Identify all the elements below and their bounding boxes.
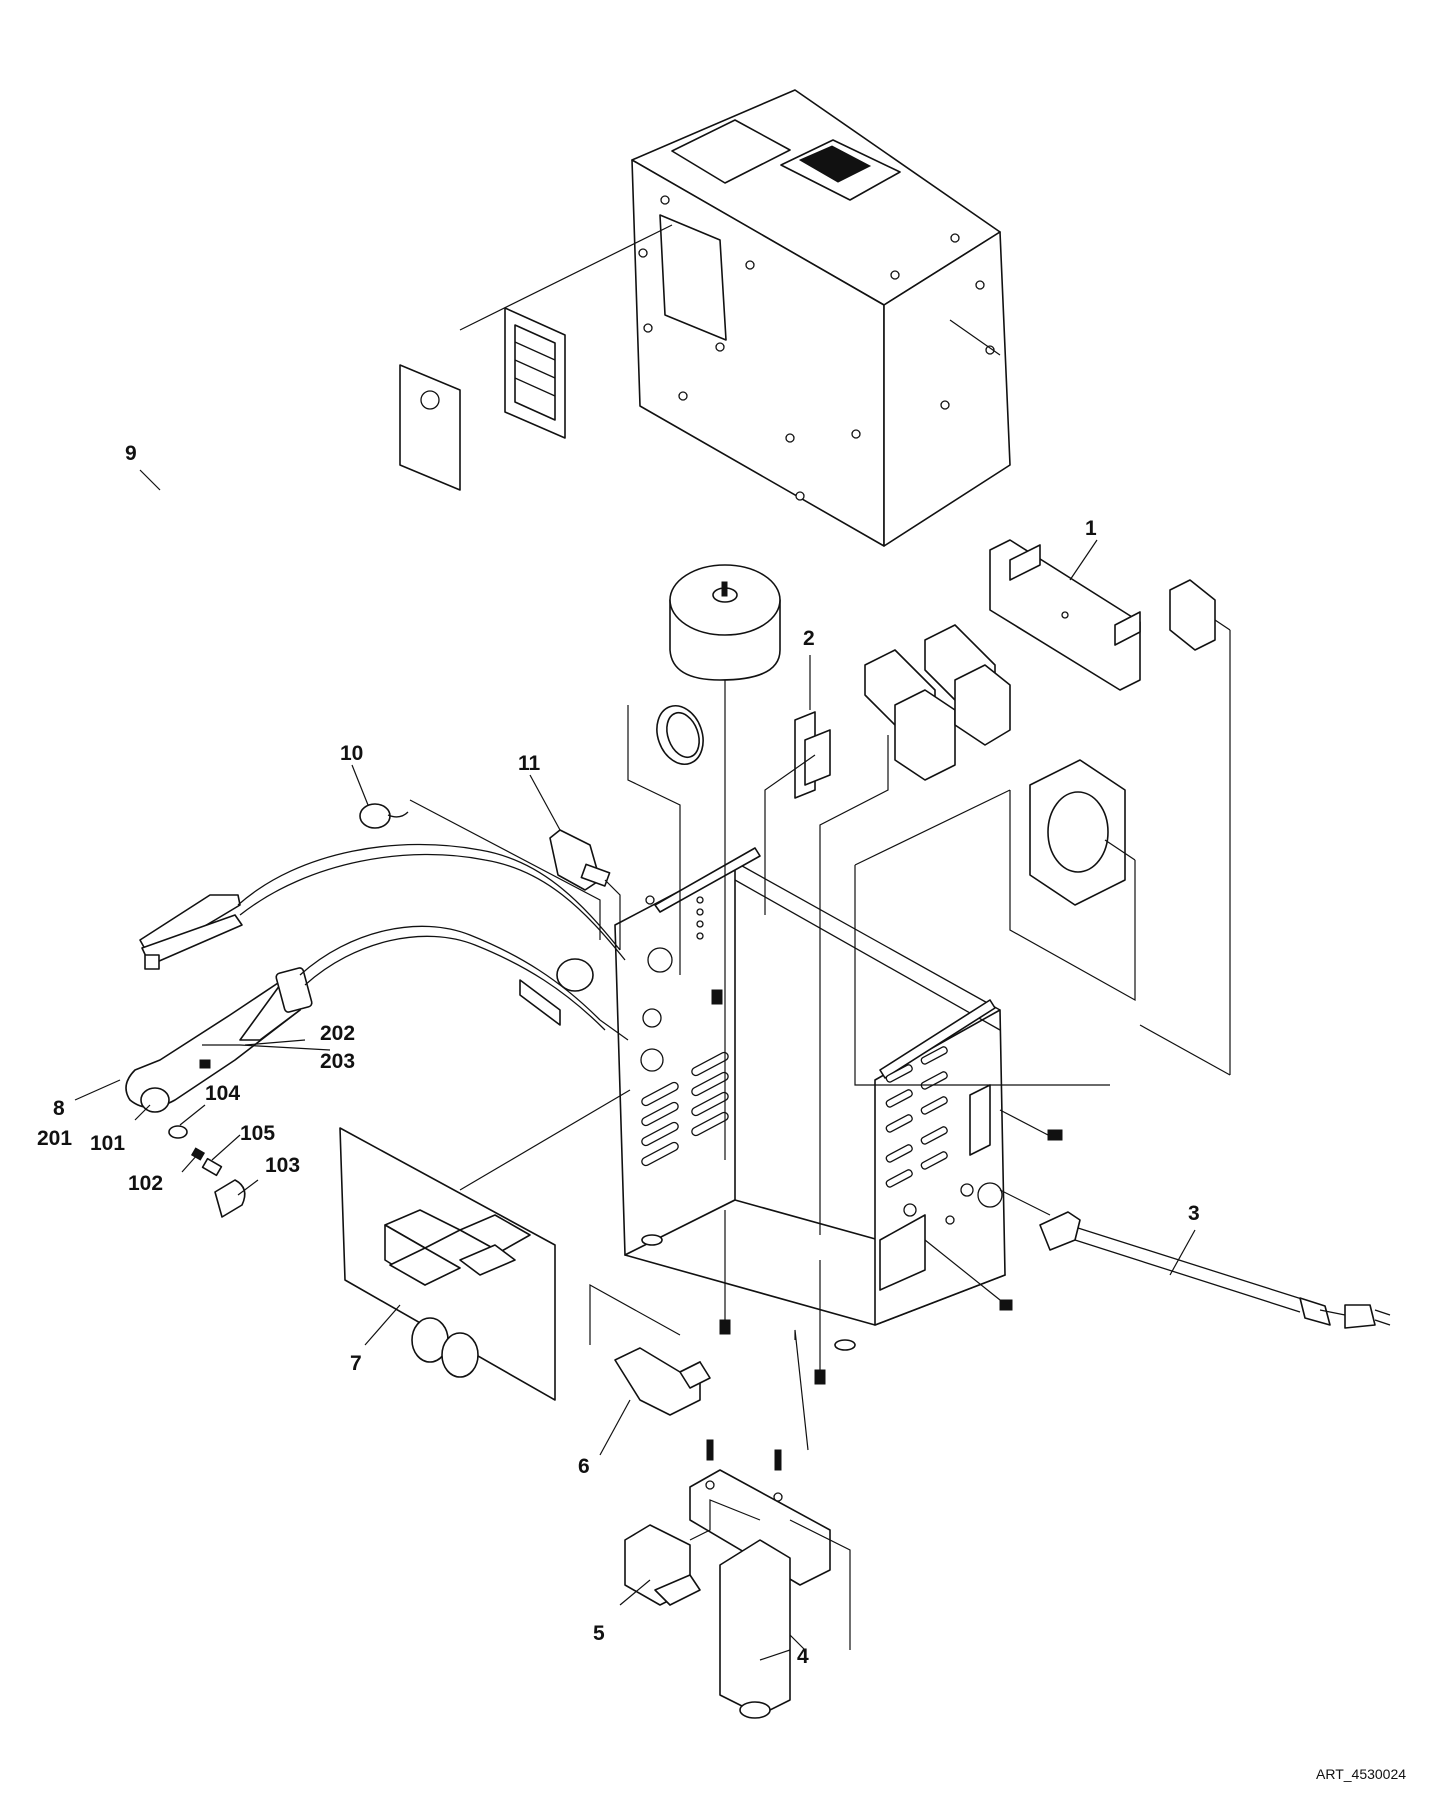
cord-plug — [1344, 1304, 1376, 1329]
torch-handle-grip — [275, 967, 313, 1013]
callout-201: 201 — [37, 1127, 72, 1150]
screws — [719, 1109, 1063, 1385]
callout-10: 10 — [340, 742, 363, 765]
callout-103: 103 — [265, 1154, 300, 1177]
part-3-power-cord — [999, 1189, 1391, 1329]
part-2-switch — [764, 711, 831, 915]
part-5-solenoid — [624, 1499, 761, 1606]
part-11-fitting — [549, 829, 655, 950]
regulator-body — [719, 1539, 791, 1716]
cooling-fan — [669, 564, 781, 1160]
part-101-shield-cup — [140, 1087, 170, 1113]
callout-5: 5 — [593, 1622, 605, 1645]
cord-strain-relief — [1039, 1211, 1081, 1251]
part-1-panel-bracket — [989, 539, 1141, 691]
gasket-plate-opening — [1047, 791, 1109, 873]
callout-11: 11 — [518, 752, 541, 775]
callout-102: 102 — [128, 1172, 163, 1195]
callout-2: 2 — [803, 627, 815, 650]
part-105-tip — [201, 1157, 223, 1177]
transformer-2-core — [954, 664, 1011, 746]
callout-1: 1 — [1085, 517, 1097, 540]
chassis-clip — [711, 989, 723, 1005]
transformers — [819, 624, 1011, 1235]
clip-bracket-body — [1169, 579, 1216, 651]
torch-consumables — [140, 1087, 246, 1218]
clip-bracket — [1139, 579, 1231, 1076]
rubber-foot — [641, 1234, 663, 1246]
torch-lead-connector — [519, 979, 561, 1026]
callout-6: 6 — [578, 1455, 590, 1478]
part-6-valve — [589, 1283, 711, 1416]
louver-opening — [514, 324, 556, 421]
part-103-shield — [214, 1179, 246, 1218]
plug-cap — [999, 1299, 1013, 1311]
filter-pad-sheet — [399, 364, 461, 491]
callouts: 1 2 3 4 5 6 7 8 201 9 10 11 101 102 103 … — [37, 442, 1200, 1668]
top-cover — [459, 89, 1011, 547]
regulator-bracket — [689, 1469, 831, 1586]
clamp-tip — [144, 954, 160, 970]
callout-203: 203 — [320, 1050, 355, 1073]
rear-top-bracket — [879, 999, 996, 1079]
rubber-foot — [834, 1339, 856, 1351]
torch-trigger — [199, 1059, 211, 1069]
art-id-label: ART_4530024 — [1316, 1766, 1407, 1782]
callout-4: 4 — [797, 1645, 809, 1668]
cover-top-recess — [671, 119, 791, 184]
screw — [814, 1369, 826, 1385]
callout-9: 9 — [125, 442, 137, 465]
ring-gasket — [627, 705, 704, 975]
part-4-regulator — [689, 1329, 851, 1719]
callout-3: 3 — [1188, 1202, 1200, 1225]
filter-pad-hole — [420, 390, 440, 410]
front-vent-slots — [641, 1051, 729, 1167]
callout-8: 8 — [53, 1097, 65, 1120]
screw — [719, 1319, 731, 1335]
cover-back-panel — [883, 231, 1011, 547]
part-9-work-clamp — [139, 843, 626, 970]
handle-grip — [798, 145, 872, 183]
callout-202: 202 — [320, 1022, 355, 1045]
rear-vent-slots — [885, 1046, 948, 1188]
part-8-torch — [125, 925, 629, 1109]
cover-side-window — [659, 214, 727, 341]
part-104-o-ring — [168, 1125, 188, 1139]
chassis — [614, 847, 1006, 1351]
screw — [1047, 1129, 1063, 1141]
callout-7: 7 — [350, 1352, 362, 1375]
callout-105: 105 — [240, 1122, 275, 1145]
part-7-pcb — [339, 1089, 631, 1401]
front-top-bracket — [654, 847, 761, 913]
callout-104: 104 — [205, 1082, 240, 1105]
filter-pad — [399, 364, 461, 491]
air-louver — [504, 307, 566, 439]
transformer-1-core — [894, 689, 956, 781]
rear-rectangular-cutout — [969, 1084, 991, 1156]
torch-lead-nut — [556, 958, 594, 992]
callout-101: 101 — [90, 1132, 125, 1155]
rear-lower-cutout — [879, 1214, 926, 1291]
gasket-plate — [854, 759, 1136, 1086]
